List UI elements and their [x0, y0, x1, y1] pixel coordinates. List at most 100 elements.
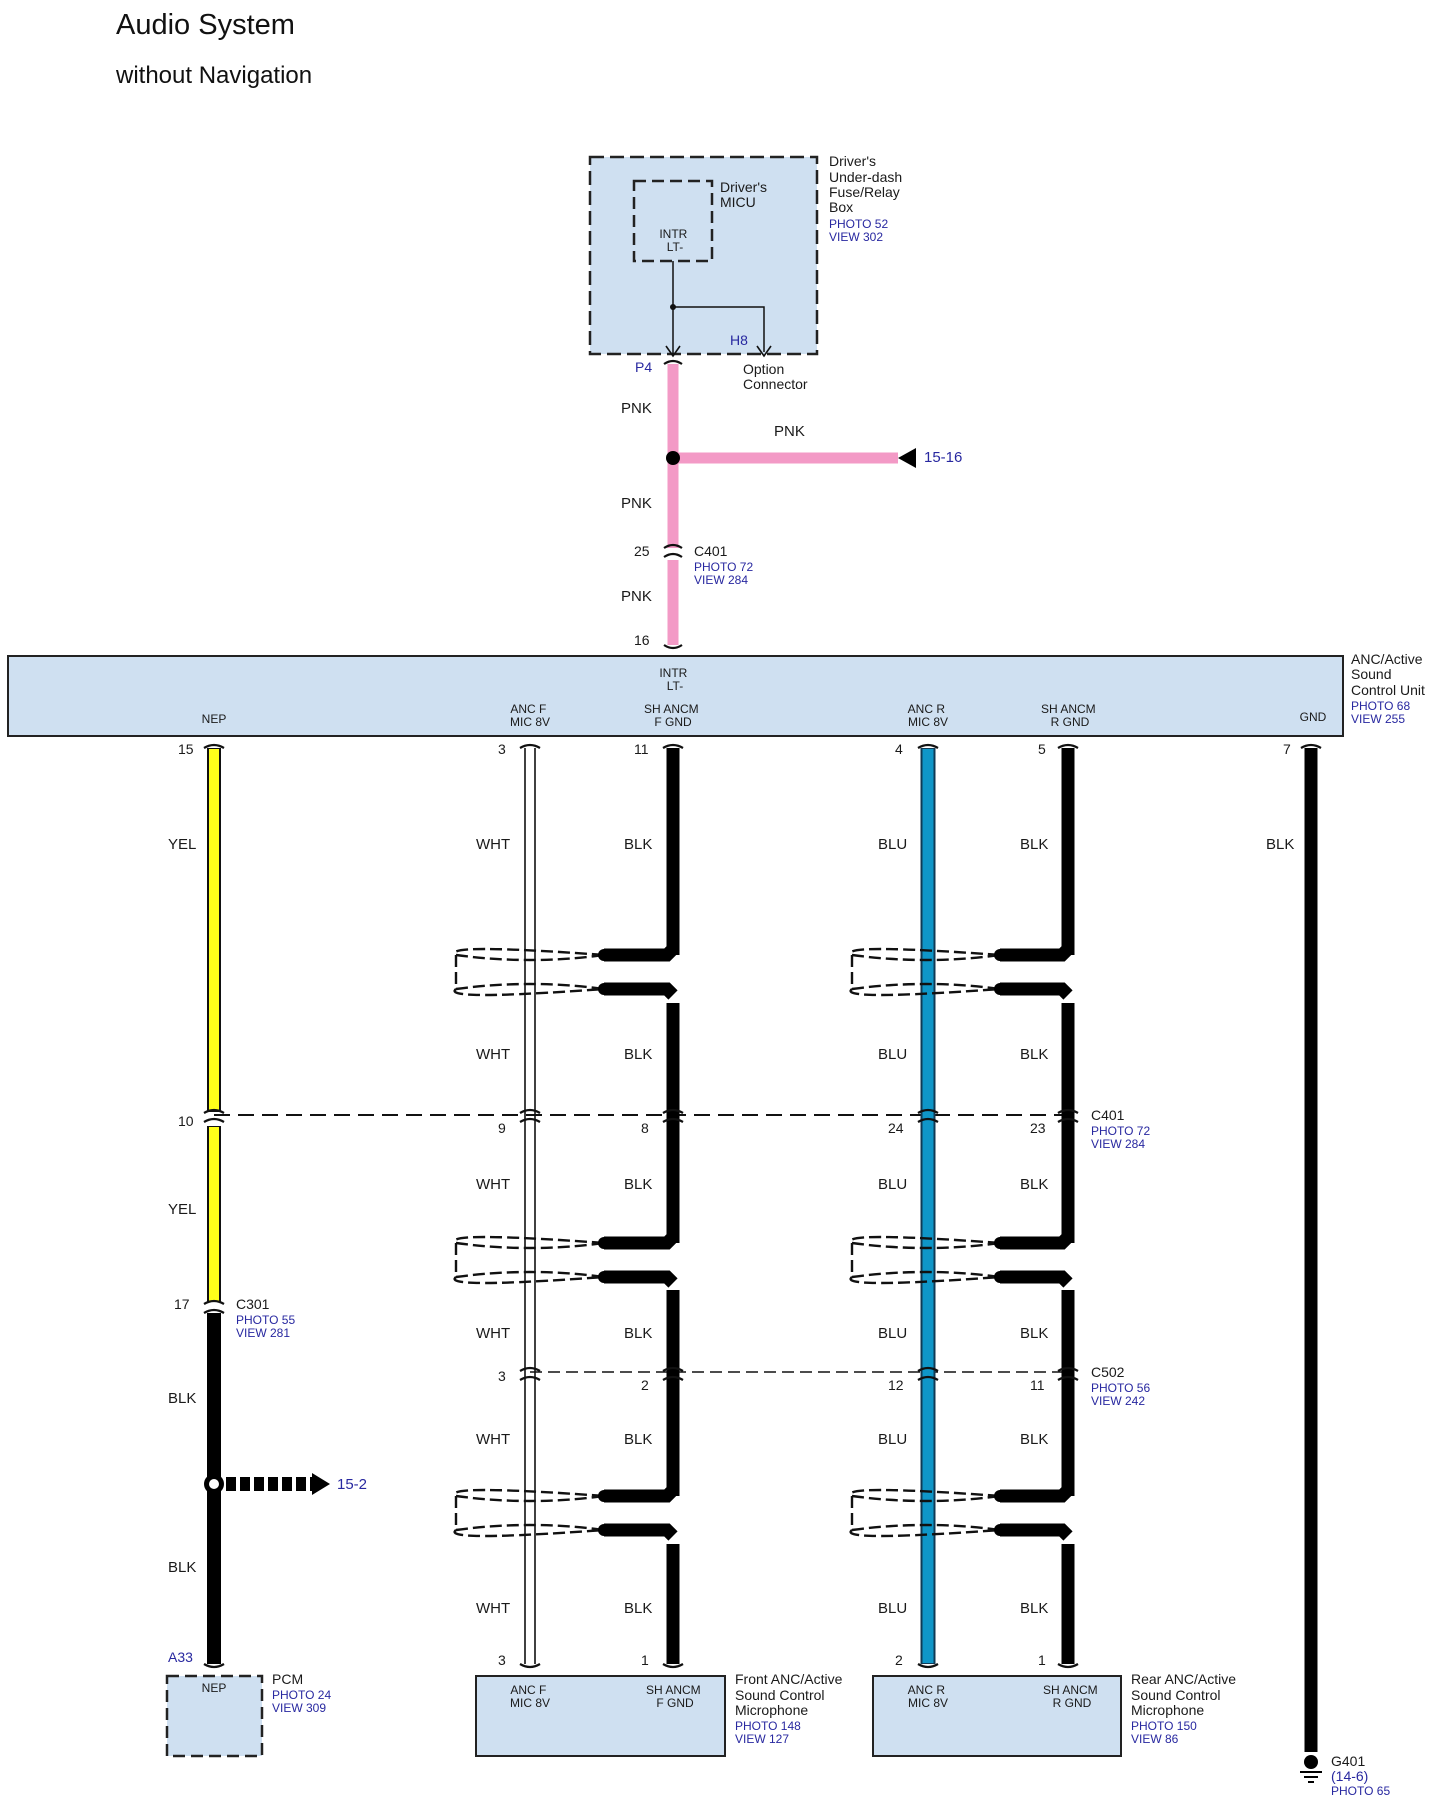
wire-color-label: BLK [624, 1600, 652, 1617]
option-connector-wire [673, 306, 765, 352]
wire-color-label: BLK [624, 836, 652, 853]
wire-color-label: PNK [621, 400, 652, 417]
shield-splice-dot [598, 1524, 610, 1536]
shield-outline [455, 1241, 605, 1250]
g401-name: G401 [1331, 1753, 1365, 1769]
connector-mark [662, 1366, 684, 1372]
pcm: A33 NEP PCM PHOTO 24 VIEW 309 [165, 1649, 334, 1758]
wire-color-label: BLK [624, 1176, 652, 1193]
anc-control-unit-name: ANC/Active Sound Control Unit [1351, 651, 1426, 698]
terminal-h8: H8 [730, 332, 748, 348]
connector-mark-group [519, 743, 1079, 1669]
c502-ref: PHOTO 56 VIEW 242 [1091, 1381, 1153, 1408]
connector-mark [1057, 1663, 1079, 1669]
connector-mark [519, 1117, 541, 1123]
shield-splice-dot [598, 1490, 610, 1502]
wire-color-label: BLU [878, 1325, 907, 1342]
shield-outline [453, 947, 605, 997]
wire-color-label: BLK [1020, 1431, 1048, 1448]
shield-outline [851, 1241, 1001, 1250]
c502-pin-2: 2 [641, 1377, 649, 1393]
anc-control-unit: INTR LT- NEP ANC F MIC 8V SH ANCM F GND … [7, 651, 1426, 757]
shield-splice-dot [994, 1271, 1006, 1283]
wire-color-label: WHT [476, 1600, 510, 1617]
c502-pin-11: 11 [1030, 1377, 1045, 1393]
shield-outline [453, 1235, 605, 1285]
c401-pin-23: 23 [1030, 1120, 1046, 1136]
shield-outline [851, 1523, 1001, 1532]
unit-pin-5: 5 [1038, 741, 1046, 757]
c502-row: 3 2 12 11 C502 PHOTO 56 VIEW 242 [498, 1364, 1153, 1408]
wire-color-label: YEL [168, 836, 196, 853]
c502-pin-3: 3 [498, 1368, 506, 1384]
shield-drain-wire [604, 1232, 678, 1250]
wire-color-label: YEL [168, 1201, 196, 1218]
rear-mic-pin-left-label: ANC R MIC 8V [908, 1683, 949, 1710]
ref-15-2: 15-2 [337, 1476, 367, 1493]
shield-drain-wire [1000, 944, 1073, 962]
connector-mark [917, 1366, 939, 1372]
anc-control-unit-box [7, 655, 1344, 737]
unit-pin-3: 3 [498, 741, 506, 757]
fuse-relay-box: Driver's MICU INTR LT- H8 P4 Option Conn… [588, 153, 906, 392]
shield-splice-dot [994, 1490, 1006, 1502]
wire-color-label: BLK [1020, 1176, 1048, 1193]
shield-outline [455, 982, 605, 991]
gnd-unit-label: GND [1300, 710, 1327, 724]
front-mic-name: Front ANC/Active Sound Control Microphon… [735, 1671, 846, 1718]
c301-ref: PHOTO 55 VIEW 281 [236, 1313, 298, 1340]
shield-outline [455, 953, 605, 962]
anc-r-unit-label: ANC R MIC 8V [908, 702, 949, 729]
anc-f-unit-label: ANC F MIC 8V [510, 702, 550, 729]
shield-drain-wire [1000, 1232, 1073, 1250]
nep-unit-label: NEP [202, 712, 227, 726]
c301-mark [203, 1299, 225, 1314]
wire-color-label: BLK [168, 1390, 196, 1407]
wire-color-labels: WHT WHT WHT WHT WHT WHT BLK BLK BLK BLK … [476, 836, 1294, 1617]
wire-color-label: BLK [1020, 836, 1048, 853]
connector-mark [662, 1375, 684, 1381]
shield-splice-dot [598, 1271, 610, 1283]
micu-label: Driver's MICU [720, 179, 771, 210]
wire-color-label: WHT [476, 836, 510, 853]
intr-lt-unit-label: INTR LT- [659, 666, 690, 693]
wire-color-label: BLU [878, 1431, 907, 1448]
connector-mark [1057, 1117, 1079, 1123]
pnk-wire-group: 15-16 PNK PNK PNK PNK 25 16 C401 PHOTO 7… [621, 359, 962, 650]
shield-splice-dot [994, 1524, 1006, 1536]
fuse-relay-box-ref: PHOTO 52 VIEW 302 [829, 217, 891, 244]
shield-outline [849, 1488, 1001, 1538]
micu-box [632, 179, 714, 263]
h8-arrow-icon [756, 345, 772, 358]
wire-color-label: BLK [1266, 836, 1294, 853]
connector-mark [917, 1663, 939, 1669]
option-connector-label: Option Connector [743, 361, 808, 392]
shield-outline [453, 1488, 605, 1538]
g401-ref: PHOTO 65 [1331, 1784, 1390, 1798]
shield-drain-wire [604, 982, 678, 1000]
c401-pin-24: 24 [888, 1120, 904, 1136]
c401-name: C401 [1091, 1107, 1125, 1123]
wire-color-label: BLU [878, 1176, 907, 1193]
front-mic-pin-left-label: ANC F MIC 8V [510, 1683, 550, 1710]
front-mic-box [475, 1675, 726, 1757]
shield-drain-wire [1000, 1270, 1073, 1288]
terminal-p4: P4 [635, 359, 652, 375]
wire-color-label: BLK [168, 1559, 196, 1576]
wire-color-label: WHT [476, 1325, 510, 1342]
ref-15-16: 15-16 [924, 449, 962, 466]
unit-pin-11: 11 [634, 741, 649, 757]
ground-icon [1300, 1755, 1322, 1783]
shield-drain-wire [1000, 1485, 1073, 1503]
connector-mark [519, 1108, 541, 1114]
connector-mark [1057, 1108, 1079, 1114]
fuse-relay-box-name: Driver's Under-dash Fuse/Relay Box [829, 153, 906, 215]
wire-color-label: BLK [1020, 1600, 1048, 1617]
pcm-ref: PHOTO 24 VIEW 309 [272, 1688, 334, 1715]
front-mic-ref: PHOTO 148 VIEW 127 [735, 1719, 804, 1746]
c301-name: C301 [236, 1296, 270, 1312]
c401-pin-25: 25 [634, 543, 650, 559]
pcm-name: PCM [272, 1671, 303, 1687]
shield-outline [851, 982, 1001, 991]
c401-top-ref: PHOTO 72 VIEW 284 [694, 560, 756, 587]
